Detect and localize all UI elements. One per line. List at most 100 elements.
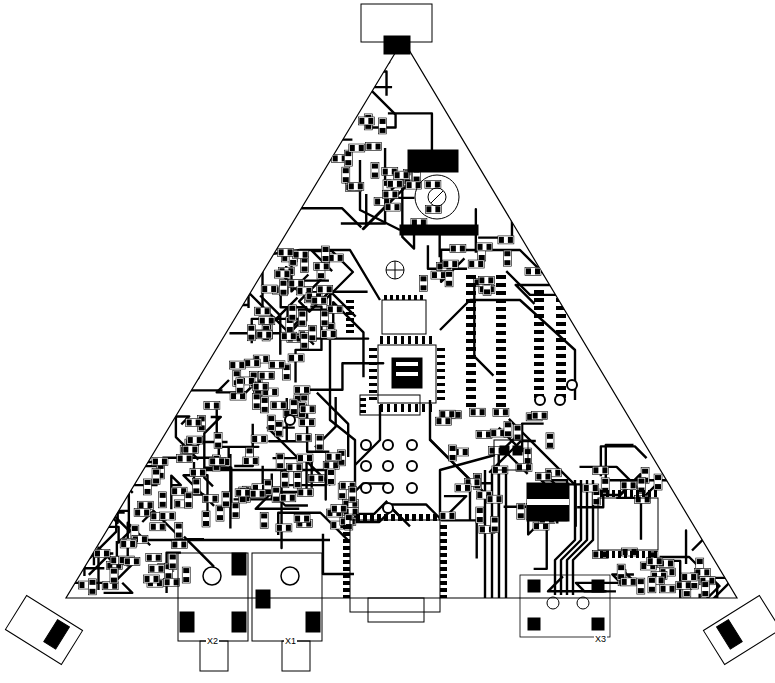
ic-pad <box>440 532 447 536</box>
copper-trace <box>66 526 104 565</box>
smd-component <box>328 254 344 262</box>
ic-pad <box>496 339 506 343</box>
ic-pad <box>648 490 651 497</box>
copper-trace <box>616 498 641 540</box>
via <box>383 483 393 493</box>
copper-trace <box>203 275 249 305</box>
ic-pad <box>437 348 445 351</box>
ic-pad <box>466 299 476 303</box>
smd-component <box>387 180 403 188</box>
ic-pad <box>654 551 657 558</box>
smd-component <box>477 243 493 251</box>
ic-pad <box>437 362 445 365</box>
ic-pad <box>440 595 447 599</box>
copper-trace <box>355 405 380 465</box>
smd-component <box>144 575 160 583</box>
copper-trace <box>440 455 495 520</box>
pcb-fixed-parts <box>178 150 658 671</box>
via <box>407 440 417 450</box>
copper-trace <box>300 250 380 300</box>
smd-component <box>288 354 304 362</box>
ic-pad <box>534 370 544 374</box>
copper-trace <box>317 393 348 457</box>
ic-pad <box>437 376 445 379</box>
ic-pad <box>556 338 566 342</box>
smd-component <box>592 466 608 474</box>
copper-trace <box>697 578 734 651</box>
ic-pad <box>556 378 566 382</box>
ic-pad <box>343 546 350 550</box>
smd-component <box>279 280 287 296</box>
ic-pad <box>369 348 377 351</box>
smd-component <box>532 412 548 420</box>
smd-component <box>187 436 203 444</box>
via <box>495 615 505 625</box>
smd-component <box>169 553 177 569</box>
smd-component <box>256 331 272 339</box>
smd-component <box>261 397 269 413</box>
smd-component <box>504 421 512 437</box>
ic-pad <box>440 553 447 557</box>
smd-component <box>177 455 193 463</box>
copper-trace <box>442 496 477 558</box>
smd-component <box>503 250 511 266</box>
ic-pad <box>534 290 544 294</box>
smd-component <box>317 285 333 293</box>
ic-pad <box>429 404 432 412</box>
ic-pad <box>380 404 383 412</box>
copper-trace <box>498 470 500 630</box>
smd-component <box>269 361 285 369</box>
ic-pad <box>466 363 476 367</box>
copper-trace <box>302 363 383 389</box>
smd-component <box>487 495 503 503</box>
smd-component <box>175 523 183 539</box>
copper-trace <box>138 358 181 381</box>
smd-component <box>159 492 167 508</box>
ic-pad <box>360 398 366 401</box>
smd-component <box>235 489 251 497</box>
ic-pad <box>401 404 404 412</box>
via <box>361 440 371 450</box>
ic-pad <box>636 551 639 558</box>
ic-pad <box>466 307 476 311</box>
ic-pad <box>437 383 445 386</box>
smd-component <box>468 260 484 268</box>
ic-pad <box>440 567 447 571</box>
smd-component <box>124 557 140 565</box>
smd-component <box>478 276 494 284</box>
copper-trace <box>234 473 272 499</box>
ic-pad <box>648 551 651 558</box>
smd-component <box>300 405 316 413</box>
smd-component <box>637 578 645 594</box>
ic-pad <box>466 339 476 343</box>
vias <box>285 380 577 625</box>
copper-trace <box>184 389 223 391</box>
copper-trace <box>184 378 199 393</box>
smd-component <box>379 118 387 134</box>
ic-pad <box>556 290 566 294</box>
ic-pad <box>496 323 506 327</box>
smd-component <box>514 425 522 441</box>
ic-pad <box>369 383 377 386</box>
ic-pad <box>420 295 423 300</box>
ic-pad <box>346 306 354 309</box>
smd-component <box>276 453 284 469</box>
ic-pad <box>496 395 506 399</box>
ic-pad <box>437 397 445 400</box>
smd-component <box>525 267 541 275</box>
ic-pad <box>387 336 390 344</box>
smd-component <box>546 433 554 449</box>
ic-pad <box>624 551 627 558</box>
via <box>465 605 475 615</box>
smd-component <box>327 469 335 485</box>
smd-component <box>94 549 110 557</box>
ic-pad <box>466 387 476 391</box>
smd-component <box>648 577 656 593</box>
smd-component <box>442 260 458 268</box>
copper-trace <box>428 245 467 269</box>
ic-pad <box>346 330 354 333</box>
copper-trace <box>606 445 634 481</box>
copper-trace <box>505 470 507 630</box>
copper-trace <box>260 298 297 335</box>
